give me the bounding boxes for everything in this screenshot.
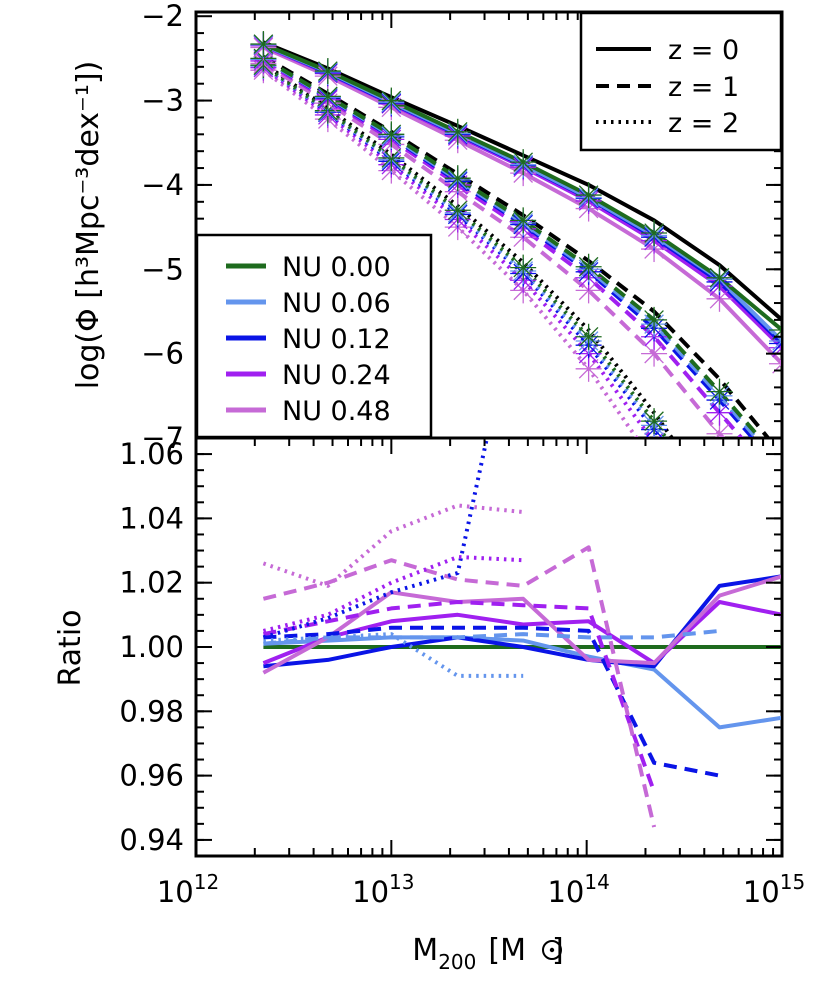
top-marker-nu-0-00-z0 [641,220,668,247]
top-line-nu-0-24-z1 [262,59,744,437]
ratio-line-nu-0-48-z1 [262,545,657,828]
z-legend-label-1: z = 1 [668,72,739,103]
top-marker-nu-0-48-z2 [575,355,602,382]
top-marker-nu-0-00-z1 [378,121,405,148]
top-marker-nu-0-48-z2 [706,535,732,561]
bottom-panel-series [262,439,781,828]
ratio-line-nu-0-06-z0 [263,635,781,730]
top-marker-nu-0-00-z2 [510,254,537,281]
z-legend: z = 0 z = 1 z = 2 [596,35,739,139]
bottom-y-axis-label: Ratio [53,609,88,686]
top-marker-nu-0-00-z0 [510,149,537,176]
top-marker-nu-0-00-z2 [444,197,471,224]
top-marker-nu-0-00-z1 [706,378,733,405]
z-legend-box [579,11,783,152]
z-legend-label-2: z = 2 [668,108,739,139]
ratio-line-nu-0-12-z2 [262,439,489,640]
top-marker-nu-0-12-z2 [706,509,732,535]
top-line-nu-0-06-z1 [262,57,759,437]
top-marker-nu-0-00-z2 [575,323,602,350]
x-axis-label: M200 [M] [412,933,563,974]
bottom-y-tick-label: 1.02 [119,566,184,600]
ratio-line-nu-0-12-z0 [263,574,781,669]
top-marker-nu-0-06-z0 [769,331,781,351]
top-marker-nu-0-00-z0 [250,31,277,58]
nu-legend-label-3: NU 0.24 [282,360,391,391]
top-marker-nu-0-00-z0 [378,87,405,114]
bottom-y-tick-label: 0.96 [119,759,184,793]
top-panel-markers [250,31,781,561]
ratio-line-nu-0-24-z1 [263,600,656,793]
top-marker-nu-0-00-z0 [444,118,471,145]
top-y-tick-label: −4 [141,168,184,202]
top-line-nu-0-24-z2 [262,66,653,437]
axis-ticks: 1012 1013 1014 1015 −2 −3 −4 −5 −6 −71.06 1.04 1.02… [119,0,805,909]
x-axis-label-main: M [412,933,438,968]
top-y-axis-label: log(Φ [h³Mpc⁻³dex⁻¹]) [71,61,106,390]
top-y-tick-label: −2 [141,0,184,33]
top-y-tick-label: −6 [141,337,184,371]
top-y-tick-label: −7 [141,421,184,455]
top-marker-nu-0-00-z2 [641,408,668,435]
top-y-tick-label: −3 [141,84,184,118]
top-marker-nu-0-00-z1 [641,306,668,333]
x-tick-label: 1015 [743,870,805,909]
bottom-y-tick-label: 0.98 [119,694,184,728]
ratio-line-nu-0-06-z2 [263,632,524,678]
nu-legend-label-1: NU 0.06 [282,288,391,319]
nu-legend-label-4: NU 0.48 [282,396,391,427]
top-y-tick-label: −5 [141,252,184,286]
top-marker-nu-0-00-z1 [510,207,537,234]
nu-legend: NU 0.00 NU 0.06 NU 0.12 NU 0.24 NU 0.48 [226,252,391,427]
x-axis-label-unit: [M [488,933,526,968]
top-marker-nu-0-00-z0 [314,58,341,85]
bottom-y-tick-label: 1.00 [119,630,184,664]
top-marker-nu-0-24-z2 [706,518,732,544]
nu-legend-label-0: NU 0.00 [282,252,391,283]
x-tick-label: 1012 [157,870,219,909]
ratio-line-nu-0-12-z1 [263,625,720,778]
z-legend-label-0: z = 0 [668,35,739,66]
bottom-y-tick-label: 1.06 [119,437,184,471]
top-marker-nu-0-00-z0 [706,264,733,291]
top-marker-nu-0-00-z1 [575,253,602,280]
top-line-nu-0-00-z2 [262,63,668,437]
bottom-y-tick-label: 0.94 [119,823,184,857]
solar-mass-symbol [542,940,562,960]
bottom-y-tick-label: 1.04 [119,501,184,535]
ratio-line-nu-0-48-z2 [262,503,524,588]
top-marker-nu-0-00-z2 [706,501,732,527]
x-axis-label-unit-close: ] [552,933,564,968]
nu-legend-label-2: NU 0.12 [282,324,391,355]
x-tick-label: 1013 [352,870,414,909]
x-axis-label-sub: 200 [438,950,476,974]
top-marker-nu-0-48-z2 [641,450,667,476]
ratio-line-nu-0-48-z0 [262,574,781,675]
x-tick-label: 1014 [547,870,609,909]
top-marker-nu-0-06-z2 [706,505,732,531]
top-marker-nu-0-00-z0 [575,182,602,209]
top-marker-nu-0-00-z1 [444,165,471,192]
top-line-nu-0-48-z1 [262,61,725,437]
